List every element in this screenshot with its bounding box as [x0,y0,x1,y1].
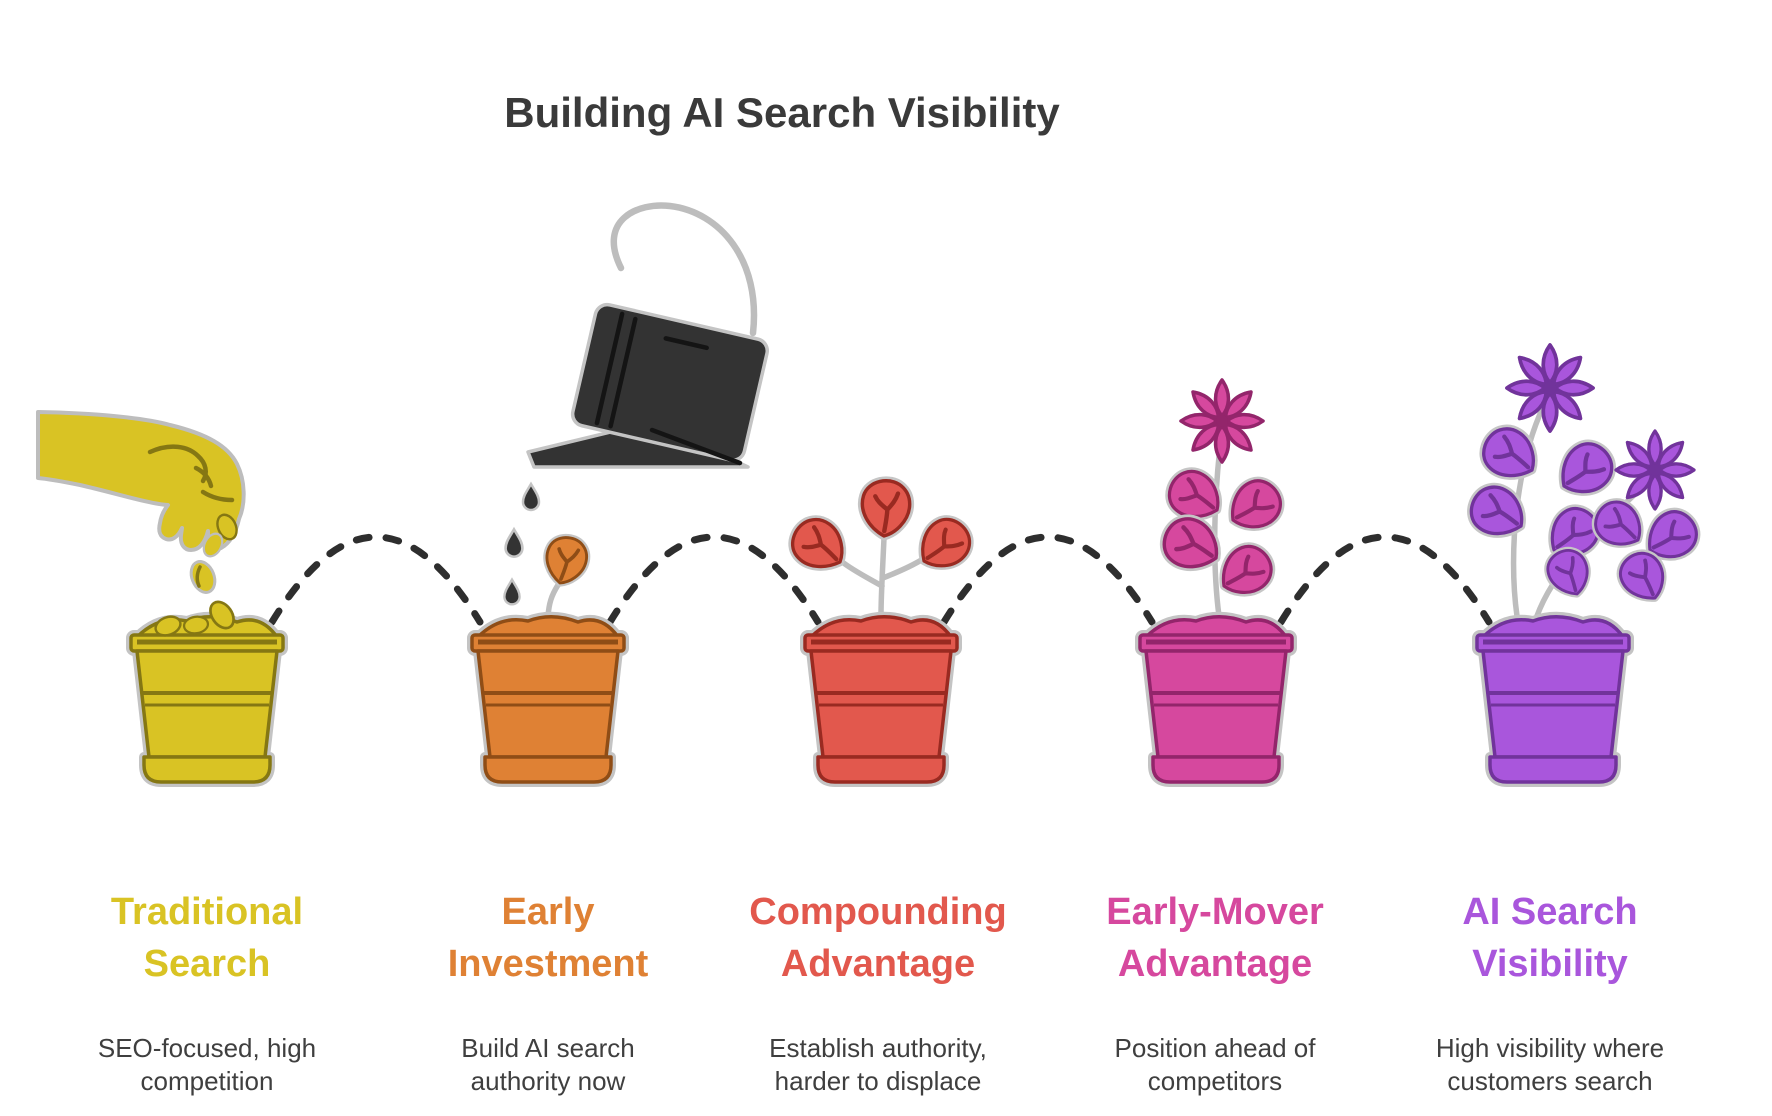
stage-column-early-investment: Early Investment Build AI search authori… [378,868,718,1116]
stage-label: Compounding Advantage [749,891,1007,985]
stage-description: Build AI search authority now [461,1033,635,1096]
page-title: Building AI Search Visibility [504,89,1060,137]
flower [1616,431,1694,509]
stage-label: Early Investment [447,891,649,985]
flowering-plant-icon [1156,380,1289,619]
arc-3 [940,533,1156,626]
stage-column-compounding-advantage: Compounding Advantage Establish authorit… [708,868,1048,1116]
water-drop [521,482,541,512]
watering-can-icon [503,202,769,606]
pot-early-investment [472,617,624,782]
stage-column-ai-search-visibility: AI Search Visibility High visibility whe… [1380,868,1720,1116]
water-drop [504,528,524,558]
full-bloom-plant-icon [1463,345,1704,619]
seed-falling [185,556,221,598]
stage-label: AI Search Visibility [1462,891,1638,985]
can-handle [610,202,758,337]
stage-label: Early-Mover Advantage [1106,891,1324,985]
stage-description: Establish authority, harder to displace [769,1033,987,1096]
arc-2 [606,533,822,626]
young-plant-icon [784,480,978,619]
pot-row [131,617,1629,782]
leaf [784,511,855,580]
leaf [1588,494,1651,556]
hand-dropping-seeds-icon [36,410,246,598]
leaf [1550,435,1621,504]
pot-traditional-search [131,617,283,782]
leaf [1211,538,1279,604]
leaf [861,480,911,538]
leaf [910,511,978,578]
can-body [570,302,769,463]
flower [1181,380,1263,462]
stage-description: High visibility where customers search [1435,1033,1665,1096]
stage-column-early-mover-advantage: Early-Mover Advantage Position ahead of … [1045,868,1385,1116]
stage-label: Traditional Search [110,891,304,985]
stage-description: SEO-focused, high competition [97,1033,317,1096]
water-drop [503,578,521,606]
flower [1507,345,1593,431]
arc-1 [268,533,484,626]
infographic-canvas [36,202,1772,1090]
stage-description: Position ahead of competitors [1114,1033,1316,1096]
stage-column-traditional-search: Traditional Search SEO-focused, high com… [37,868,377,1116]
arc-4 [1277,533,1493,626]
sprout-icon [541,533,591,619]
leaf [541,533,591,587]
pot-early-mover-advantage [1140,617,1292,782]
leaf [1221,473,1289,539]
pot-ai-search-visibility [1477,617,1629,782]
pot-compounding-advantage [805,617,957,782]
